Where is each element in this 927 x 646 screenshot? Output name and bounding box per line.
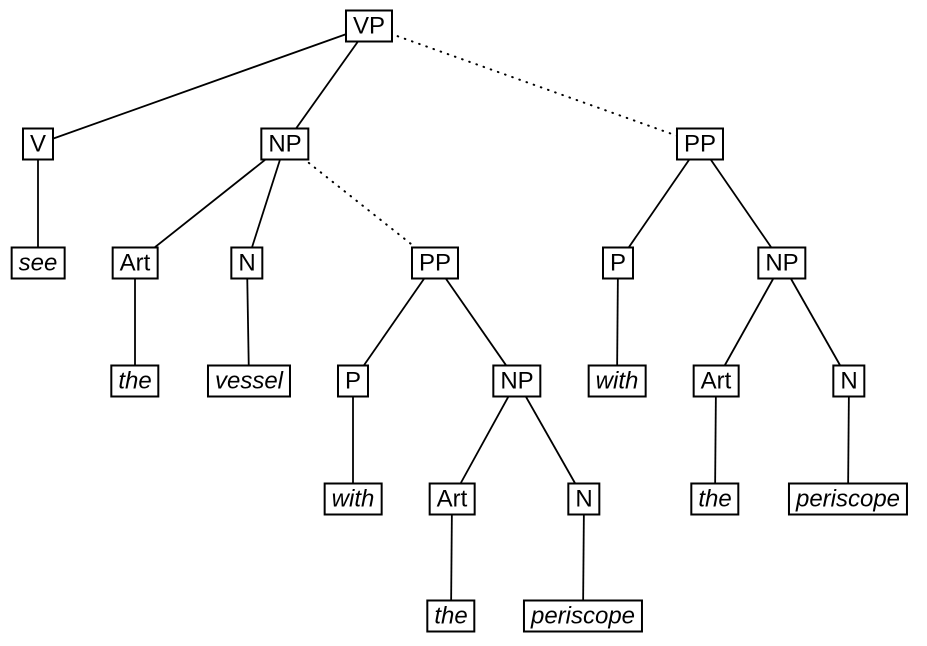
tree-node-n-3: N: [832, 364, 866, 398]
tree-edge-np1-n1: [246, 143, 286, 264]
tree-edge-n3-per2: [847, 380, 850, 500]
tree-leaf-vessel: vessel: [206, 364, 292, 398]
tree-edge-pp1-p1: [352, 262, 436, 382]
tree-node-art-1: Art: [111, 246, 159, 280]
tree-edge-pp1-np2: [434, 262, 518, 382]
tree-edge-vp-v: [37, 25, 370, 145]
tree-leaf-periscope-1: periscope: [522, 599, 644, 633]
tree-node-np-object: NP: [260, 127, 310, 161]
tree-node-p-1: P: [336, 364, 370, 398]
tree-leaf-with-2: with: [587, 364, 647, 398]
tree-edge-np2-art2: [451, 380, 518, 500]
tree-node-np-3: NP: [757, 246, 807, 280]
tree-leaf-with-1: with: [323, 482, 383, 516]
tree-leaf-the-3: the: [690, 482, 740, 516]
tree-edge-np1-art1: [134, 143, 286, 264]
tree-node-pp-np-attached: PP: [410, 246, 460, 280]
tree-node-v: V: [21, 127, 55, 161]
tree-edge-vp-np1: [284, 25, 370, 145]
tree-node-p-2: P: [601, 246, 635, 280]
tree-node-art-3: Art: [692, 364, 740, 398]
tree-edge-pp2-np3: [699, 143, 783, 264]
tree-edge-pp2-p2: [617, 143, 701, 264]
tree-edge-vp-pp2: [368, 25, 701, 145]
tree-leaf-periscope-2: periscope: [787, 482, 909, 516]
tree-node-n-1: N: [230, 246, 264, 280]
tree-edge-np3-n3: [781, 262, 850, 382]
tree-node-art-2: Art: [428, 482, 476, 516]
tree-edge-n1-vessel: [246, 262, 250, 382]
tree-edge-n2-per1: [582, 498, 585, 617]
tree-node-vp: VP: [344, 9, 394, 43]
tree-edge-art2-the2: [450, 498, 453, 617]
tree-leaf-the-1: the: [110, 364, 160, 398]
tree-leaf-see: see: [10, 246, 66, 280]
tree-edge-np1-pp1: [284, 143, 436, 264]
tree-edge-np3-art3: [715, 262, 783, 382]
tree-edge-np2-n2: [516, 380, 585, 500]
tree-node-pp-vp-attached: PP: [675, 127, 725, 161]
tree-edge-art3-the3: [714, 380, 717, 500]
tree-node-n-2: N: [567, 482, 601, 516]
tree-node-np-2: NP: [492, 364, 542, 398]
tree-leaf-the-2: the: [426, 599, 476, 633]
tree-edge-p2-with2: [616, 262, 619, 382]
